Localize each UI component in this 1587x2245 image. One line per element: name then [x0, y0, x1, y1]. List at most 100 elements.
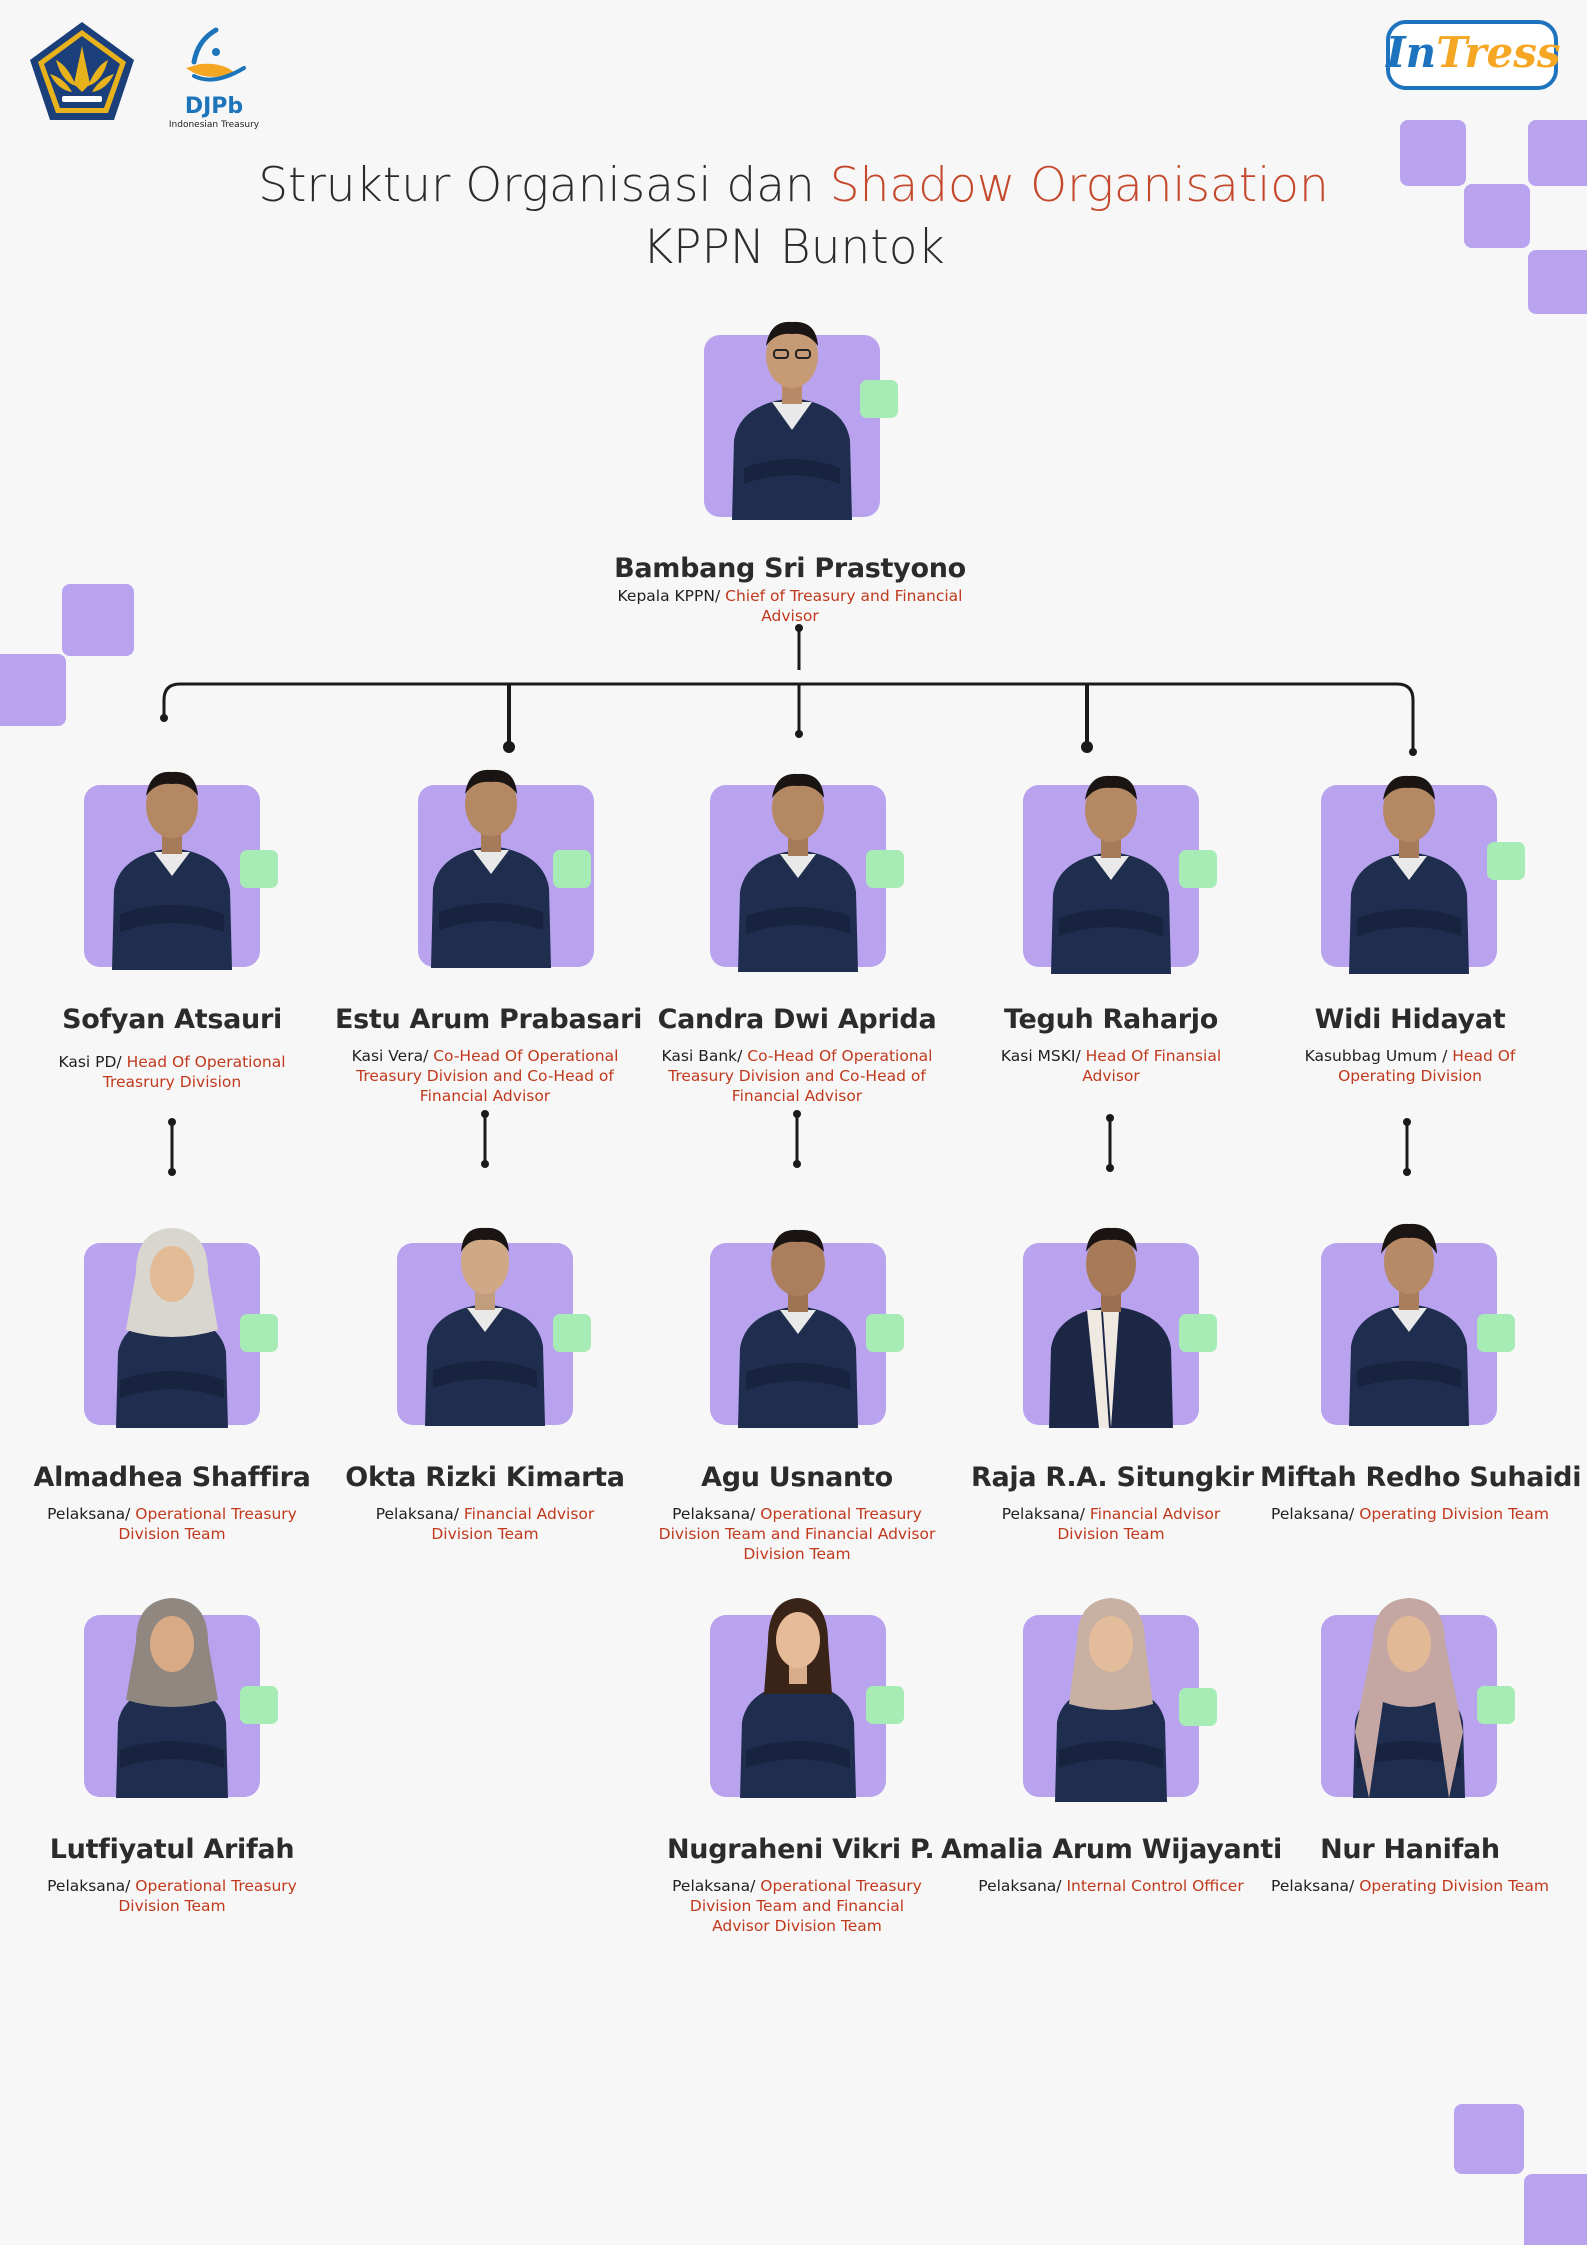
decor-block-bottom-right-1	[1454, 2104, 1524, 2174]
person-photo	[732, 321, 852, 520]
connector-dot	[481, 1110, 489, 1118]
person-photo-hijab	[116, 1598, 228, 1798]
person-card-staff-3: Agu Usnanto Pelaksana/ Operational Treas…	[657, 1210, 937, 1563]
decor-block-left-1	[62, 584, 134, 656]
person-photo	[1349, 1223, 1469, 1426]
connector-dot	[1409, 748, 1417, 756]
photo-accent-tag	[1477, 1686, 1515, 1724]
person-card-head: Bambang Sri Prastyono Kepala KPPN/ Chief…	[600, 300, 980, 630]
connector-dot	[793, 1110, 801, 1118]
person-name: Bambang Sri Prastyono	[614, 553, 966, 584]
role-english: Operating Division Team	[1359, 1877, 1549, 1895]
decor-block-top-right-1	[1400, 120, 1466, 186]
photo-accent-tag	[1477, 1314, 1515, 1352]
intress-logo-frame	[1386, 20, 1558, 90]
person-name: Raja R.A. Situngkir	[971, 1462, 1254, 1493]
role-english: Co-Head Of Operational Treasury Division…	[668, 1047, 933, 1105]
photo-accent-tag	[240, 1314, 278, 1352]
decor-block-top-right-2	[1528, 120, 1587, 186]
person-card-staff-8: Amalia Arum Wijayanti Pelaksana/ Interna…	[941, 1582, 1282, 1922]
person-role: Pelaksana/ Operational Treasury Division…	[32, 1876, 312, 1916]
role-indonesian: Pelaksana/	[672, 1505, 761, 1523]
person-card-staff-5: Miftah Redho Suhaidi Pelaksana/ Operatin…	[1260, 1210, 1582, 1550]
djpb-subtitle: Indonesian Treasury	[168, 120, 260, 130]
role-indonesian: Pelaksana/	[672, 1877, 761, 1895]
person-card-staff-1: Almadhea Shaffira Pelaksana/ Operational…	[32, 1210, 312, 1550]
person-photo	[738, 1229, 858, 1428]
role-english: Operational Treasury Division Team and F…	[658, 1505, 936, 1563]
person-name: Estu Arum Prabasari	[335, 1004, 643, 1035]
connector-dot	[160, 714, 168, 722]
djpb-logo: DJPb Indonesian Treasury	[164, 22, 264, 134]
person-card-staff-4: Raja R.A. Situngkir Pelaksana/ Financial…	[971, 1210, 1254, 1550]
role-english: Operational Treasury Division Team and F…	[689, 1877, 922, 1935]
role-indonesian: Pelaksana/	[375, 1505, 464, 1523]
person-role: Pelaksana/ Operating Division Team	[1270, 1876, 1550, 1896]
person-role: Pelaksana/ Operating Division Team	[1260, 1504, 1560, 1524]
person-name: Widi Hidayat	[1314, 1004, 1506, 1035]
role-indonesian: Pelaksana/	[1271, 1505, 1360, 1523]
role-english: Head Of Finansial Advisor	[1082, 1047, 1222, 1085]
person-card-staff-2: Okta Rizki Kimarta Pelaksana/ Financial …	[345, 1210, 625, 1550]
role-indonesian: Kasi PD/	[58, 1053, 127, 1071]
person-role: Kasi MSKI/ Head Of Finansial Advisor	[972, 1046, 1250, 1086]
person-card-staff-7: Nugraheni Vikri P. Pelaksana/ Operationa…	[667, 1582, 935, 1962]
photo-accent-tag	[1179, 1688, 1217, 1726]
person-role: Pelaksana/ Operational Treasury Division…	[667, 1876, 927, 1936]
person-photo-hijab	[116, 1228, 228, 1428]
connector-dot	[168, 1168, 176, 1176]
person-photo	[740, 1598, 856, 1798]
title-line-2: KPPN Buntok	[642, 220, 945, 275]
connector-horizontal-bus	[162, 682, 1415, 752]
intress-logo: InTress	[1386, 20, 1566, 98]
role-indonesian: Kasubbag Umum /	[1304, 1047, 1453, 1065]
role-english: Operating Division Team	[1359, 1505, 1549, 1523]
role-indonesian: Kasi Bank/	[661, 1047, 748, 1065]
person-name: Teguh Raharjo	[1004, 1004, 1218, 1035]
person-card-head-3: Candra Dwi Aprida Kasi Bank/ Co-Head Of …	[652, 752, 942, 1112]
photo-accent-tag	[866, 850, 904, 888]
person-role: Kepala KPPN/ Chief of Treasury and Finan…	[600, 586, 980, 626]
decor-block-bottom-right-2	[1524, 2174, 1587, 2245]
decor-block-top-right-4	[1528, 250, 1587, 314]
page-title: Struktur Organisasi dan Shadow Organisat…	[0, 155, 1587, 279]
role-english: Chief of Treasury and Financial Advisor	[725, 587, 963, 625]
person-role: Pelaksana/ Financial Advisor Division Te…	[345, 1504, 625, 1544]
person-role: Pelaksana/ Operational Treasury Division…	[32, 1504, 312, 1544]
person-name: Amalia Arum Wijayanti	[941, 1834, 1282, 1865]
photo-accent-tag	[1179, 1314, 1217, 1352]
role-indonesian: Kasi Vera/	[351, 1047, 434, 1065]
title-line-1: Struktur Organisasi dan Shadow Organisat…	[0, 155, 1587, 217]
role-english: Co-Head Of Operational Treasury Division…	[356, 1047, 619, 1105]
person-name: Miftah Redho Suhaidi	[1260, 1462, 1582, 1493]
person-name: Nur Hanifah	[1320, 1834, 1500, 1865]
connector-dot	[795, 624, 803, 632]
person-role: Pelaksana/ Financial Advisor Division Te…	[971, 1504, 1251, 1544]
role-indonesian: Pelaksana/	[978, 1877, 1067, 1895]
person-photo	[1051, 775, 1171, 974]
photo-accent-tag	[1487, 842, 1525, 880]
person-name: Agu Usnanto	[701, 1462, 893, 1493]
person-role: Kasubbag Umum / Head Of Operating Divisi…	[1270, 1046, 1550, 1086]
photo-accent-tag	[866, 1686, 904, 1724]
person-photo-hijab	[1055, 1598, 1167, 1802]
photo-accent-tag	[240, 850, 278, 888]
person-name: Almadhea Shaffira	[33, 1462, 311, 1493]
person-card-staff-6: Lutfiyatul Arifah Pelaksana/ Operational…	[32, 1582, 312, 1922]
djpb-name: DJPb	[184, 94, 244, 119]
intress-logo-in: In	[1386, 28, 1437, 77]
role-english: Internal Control Officer	[1066, 1877, 1244, 1895]
photo-accent-tag	[553, 1314, 591, 1352]
person-photo	[425, 1227, 545, 1426]
role-indonesian: Kepala KPPN/	[617, 587, 726, 605]
role-english: Operational Treasury Division Team	[118, 1877, 297, 1915]
person-photo-jacket	[1049, 1227, 1173, 1428]
role-indonesian: Kasi MSKI/	[1000, 1047, 1086, 1065]
role-indonesian: Pelaksana/	[47, 1877, 136, 1895]
role-english: Financial Advisor Division Team	[431, 1505, 595, 1543]
person-name: Sofyan Atsauri	[62, 1004, 282, 1035]
connector-dot	[168, 1118, 176, 1126]
role-english: Head Of Operational Treasrury Division	[102, 1053, 286, 1091]
person-name: Lutfiyatul Arifah	[49, 1834, 295, 1865]
